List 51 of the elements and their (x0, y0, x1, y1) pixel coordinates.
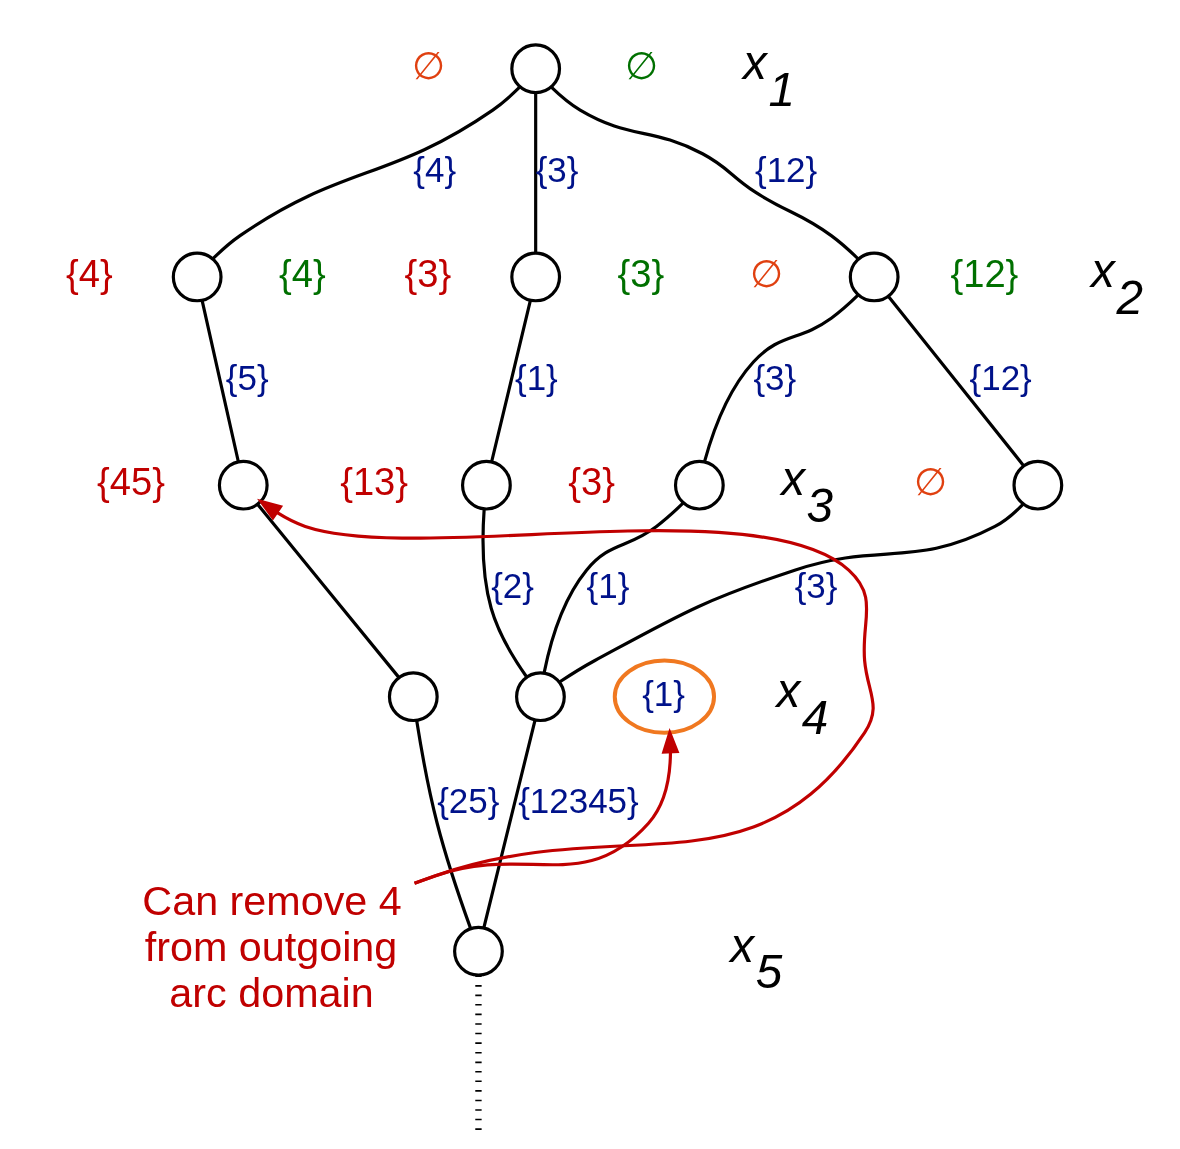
arrow (413, 727, 679, 885)
node-circle (848, 251, 900, 303)
node-label: {3} (617, 251, 664, 295)
connector (414, 720, 472, 929)
node-circle (509, 43, 561, 95)
node-circle (171, 251, 223, 303)
connector (533, 93, 537, 253)
node-circle (1011, 459, 1063, 511)
arrow (256, 498, 874, 885)
node-label: {3} (404, 251, 451, 295)
edge-label: {12} (969, 357, 1032, 397)
edge-label: {12} (754, 149, 817, 189)
connector (200, 300, 240, 463)
node-circle (452, 925, 504, 977)
connector (558, 502, 1024, 684)
node-label: ∅ (411, 43, 445, 87)
node-label: ∅ (624, 43, 658, 87)
node-circle (514, 671, 566, 723)
node-label: {13} (339, 459, 408, 503)
node-circle (217, 459, 269, 511)
edge-label: {25} (436, 781, 499, 821)
connector (542, 501, 684, 674)
connector (702, 293, 859, 462)
connector (549, 85, 859, 261)
node-label: {4} (65, 251, 113, 295)
edge-label: {5} (225, 357, 269, 397)
node-label: {12} (949, 251, 1018, 295)
edge-label: {1} (586, 566, 629, 606)
connector (256, 503, 400, 679)
connector (489, 300, 532, 463)
node-circle (460, 459, 512, 511)
node-circle (673, 459, 725, 511)
node-label: {45} (96, 459, 165, 503)
edge-label: {3} (752, 357, 796, 397)
connector (481, 719, 537, 928)
edge-label: {3} (794, 566, 838, 606)
node-circle (509, 251, 561, 303)
edge-label: {12345} (517, 781, 639, 821)
node-label: ∅ (913, 459, 947, 503)
edge-label: {2} (490, 566, 534, 606)
node-label: {3} (567, 459, 615, 503)
connector (481, 509, 528, 678)
connector (211, 85, 521, 260)
node-label: {4} (278, 251, 326, 295)
node-label: ∅ (749, 251, 783, 295)
edge-label: {1} (514, 357, 558, 397)
node-text: Can remove 4 from outgoing arc domain (141, 878, 402, 1017)
connector (886, 295, 1025, 467)
edge-label: {4} (412, 149, 456, 189)
node-circle (387, 671, 439, 723)
node-ellipse: {1} (612, 658, 716, 735)
